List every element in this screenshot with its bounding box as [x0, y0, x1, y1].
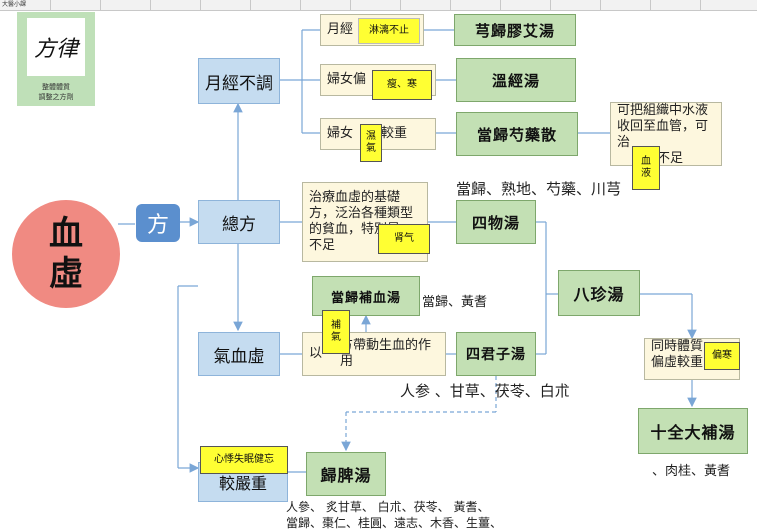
herbs-gui-pi-1: 人參、 炙甘草、 白朮、茯苓、 黃耆、 — [286, 500, 490, 514]
ruler — [0, 0, 757, 11]
condition-fluid: 可把組織中水液收回至血管，可治 不足 — [610, 102, 722, 166]
herbs-gui-pi-2: 當歸、棗仁、桂圓、遠志、木香、生薑、 — [286, 516, 503, 530]
condition-general-text: 治療血虛的基礎方，泛治各種類型的貧血，特別是 — [309, 190, 414, 237]
center-title: 血虛 — [49, 214, 83, 294]
note-kidney-qi: 肾气 — [378, 224, 430, 254]
note-dripping: 淋漓不止 — [358, 18, 420, 44]
logo-caption-2: 調整之方劑 — [38, 93, 74, 101]
herbs-si-wu: 當歸、熟地、芍藥、川芎 — [456, 180, 622, 198]
formula-badge: 方 — [136, 204, 180, 242]
formula-si-wu: 四物湯 — [456, 200, 536, 244]
formula-dang-gui-shao-yao: 當歸芍藥散 — [456, 112, 578, 156]
note-dampness: 濕氣 — [360, 124, 382, 162]
note-palpitation: 心悸失眠健忘 — [200, 446, 288, 474]
logo-tag: 大醫小課 — [2, 1, 27, 8]
logo: 方律 整體體質 調整之方劑 — [17, 12, 95, 106]
center-blood-deficiency: 血虛 — [12, 200, 120, 308]
note-blood-fluid: 血液 — [632, 146, 660, 190]
logo-caption-1: 整體體質 — [42, 83, 70, 91]
herbs-shi-quan: 、肉桂、黃耆 — [652, 464, 731, 479]
note-tonify-qi: 補氣 — [322, 310, 350, 354]
formula-dang-gui-bu-xue: 當歸補血湯 — [312, 276, 420, 316]
formula-shi-quan-da-bu: 十全大補湯 — [638, 408, 748, 454]
logo-calligraphy: 方律 — [27, 18, 85, 76]
node-menstrual-disorder: 月經不調 — [198, 58, 280, 104]
note-thin-cold: 瘦、寒 — [372, 70, 432, 100]
formula-gui-pi: 歸脾湯 — [306, 452, 386, 496]
formula-ba-zhen: 八珍湯 — [558, 270, 640, 316]
herbs-si-jun-zi: 人参 、甘草、茯苓、白朮 — [400, 382, 570, 400]
node-qi-blood-deficiency: 氣血虛 — [198, 332, 280, 376]
node-general-formula: 總方 — [198, 200, 280, 244]
note-cold: 偏寒 — [704, 342, 740, 370]
herbs-bu-xue: 當歸、黃耆 — [422, 295, 488, 310]
formula-si-jun-zi: 四君子湯 — [456, 332, 536, 376]
formula-wen-jing: 溫經湯 — [456, 58, 576, 102]
formula-xiong-gui-jiao-ai: 芎歸膠艾湯 — [454, 14, 576, 46]
